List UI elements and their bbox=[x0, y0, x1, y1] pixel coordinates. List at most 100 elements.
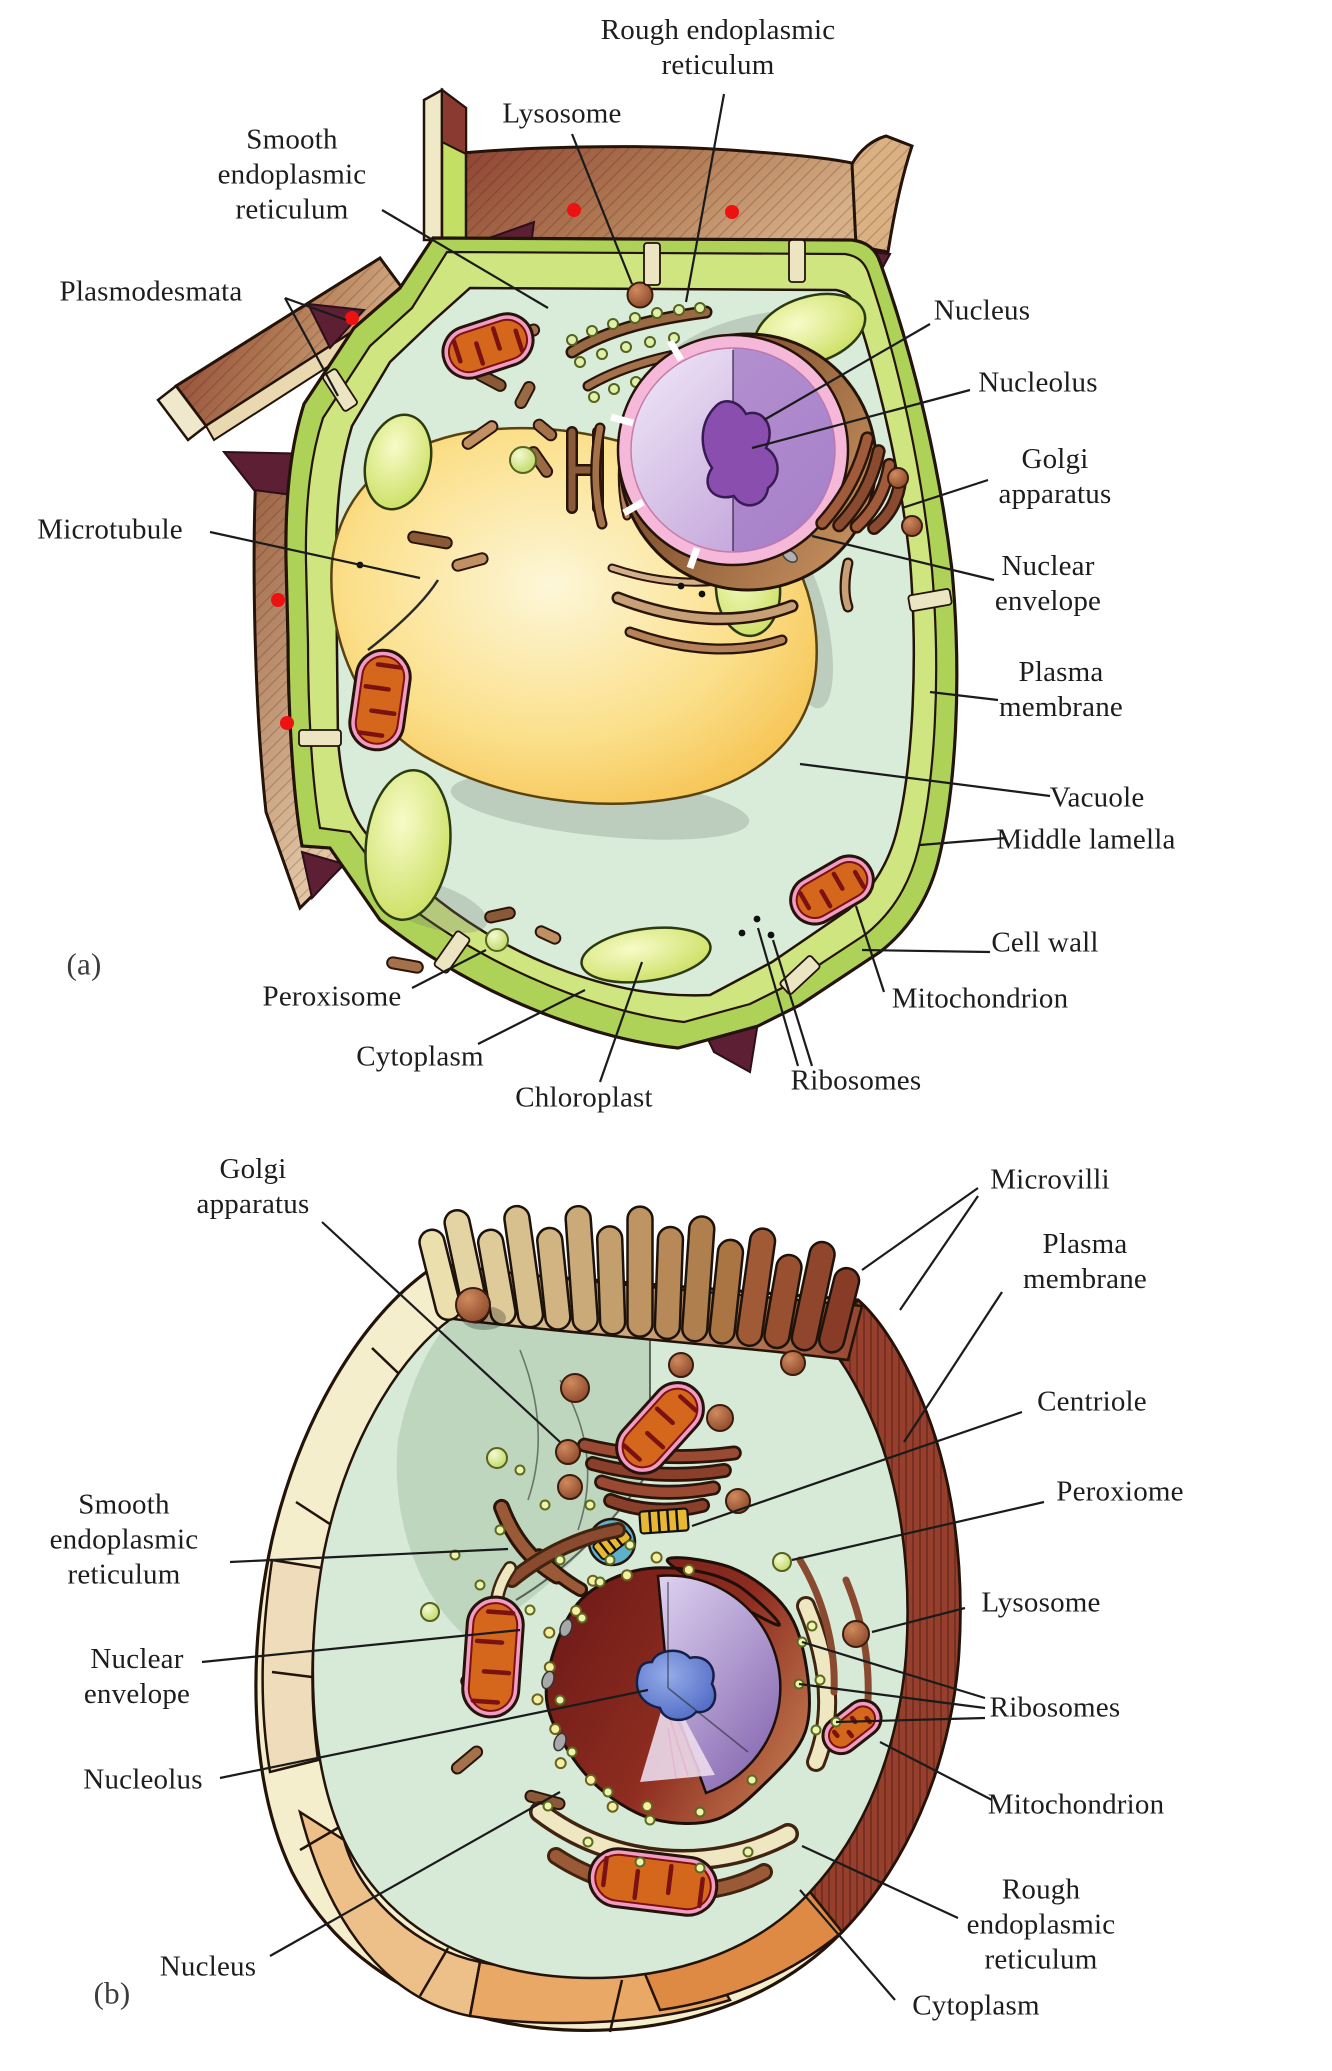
ribosome-dot bbox=[673, 304, 685, 316]
leader-line bbox=[269, 1791, 561, 1957]
envelope-ribosome-dot bbox=[682, 1563, 695, 1576]
mitochondrion bbox=[348, 648, 412, 752]
leader-line bbox=[684, 93, 726, 303]
leader-line bbox=[854, 905, 886, 993]
ribosome-dot bbox=[566, 1746, 578, 1758]
caption-b: (b) bbox=[93, 1975, 131, 2011]
microvillus bbox=[503, 1204, 545, 1329]
golgi-vesicle bbox=[901, 515, 923, 537]
leader-line bbox=[763, 323, 931, 421]
plasmodesma-channel bbox=[907, 588, 953, 612]
envelope-gaps bbox=[610, 339, 701, 570]
ribosome-dot bbox=[629, 312, 641, 324]
vesicle bbox=[555, 1439, 581, 1465]
ribosome-dot bbox=[554, 1694, 566, 1706]
label-b-nucleus: Nucleus bbox=[159, 1950, 257, 1983]
label-b-golgi: Golgi apparatus bbox=[196, 1153, 310, 1220]
ribosome-dot bbox=[806, 1620, 818, 1632]
ribosome-dot bbox=[596, 348, 608, 360]
leader-line bbox=[756, 927, 800, 1067]
vesicle bbox=[706, 1404, 734, 1432]
plasmodesma-dot bbox=[280, 716, 294, 730]
chloroplast bbox=[580, 926, 712, 984]
ribosome-dot bbox=[694, 1862, 706, 1874]
microvillus bbox=[595, 1225, 627, 1336]
leader-line bbox=[871, 1606, 966, 1634]
leader-line bbox=[321, 1221, 561, 1443]
nucleus bbox=[610, 332, 878, 592]
nucleolus bbox=[701, 400, 779, 507]
leader-line bbox=[929, 690, 999, 702]
label-a-plasma-membrane: Plasma membrane bbox=[999, 656, 1123, 723]
nucleolus bbox=[635, 1649, 717, 1721]
ribosome-dot bbox=[594, 1576, 606, 1588]
leader-line bbox=[801, 1640, 986, 1700]
peroxisome bbox=[509, 446, 537, 474]
label-a-golgi: Golgi apparatus bbox=[998, 443, 1112, 510]
ribosome-dot bbox=[620, 341, 632, 353]
label-a-nuclear-envelope: Nuclear envelope bbox=[994, 550, 1102, 617]
er-fragment bbox=[451, 552, 489, 572]
leader-line bbox=[477, 989, 586, 1045]
microvillus bbox=[476, 1228, 517, 1326]
label-b-ribosomes: Ribosomes bbox=[989, 1691, 1121, 1724]
ribosome-dot bbox=[694, 1806, 706, 1818]
ribosome-dot bbox=[554, 1554, 566, 1566]
label-b-mitochondrion: Mitochondrion bbox=[987, 1788, 1165, 1821]
mitochondrion bbox=[461, 1595, 525, 1719]
label-b-rough-er: Rough endoplasmic reticulum bbox=[966, 1873, 1116, 1976]
ribosome-dot bbox=[810, 1724, 822, 1736]
ribosome-dot bbox=[542, 1800, 554, 1812]
vesicle bbox=[560, 1373, 590, 1403]
label-b-lysosome: Lysosome bbox=[981, 1586, 1101, 1619]
ribosome-dot bbox=[494, 1524, 506, 1536]
microvillus bbox=[564, 1204, 599, 1334]
ribosome-dot bbox=[608, 383, 620, 395]
ribosome-dot bbox=[582, 1836, 594, 1848]
vesicle bbox=[668, 1352, 694, 1378]
microvillus bbox=[818, 1266, 861, 1354]
label-b-peroxiome: Peroxiome bbox=[1056, 1475, 1184, 1508]
plasmodesma-channel bbox=[779, 955, 821, 995]
ribosome-dot bbox=[574, 356, 586, 368]
ribosome-speck bbox=[738, 929, 746, 937]
label-b-nucleolus: Nucleolus bbox=[83, 1763, 203, 1796]
leader-line bbox=[861, 948, 991, 954]
peroxisome bbox=[485, 928, 509, 952]
label-a-plasmodesmata: Plasmodesmata bbox=[59, 275, 243, 308]
ribosome-dot bbox=[588, 391, 600, 403]
label-b-cytoplasm: Cytoplasm bbox=[912, 1989, 1040, 2022]
leader-line bbox=[919, 836, 1007, 847]
leader-line bbox=[381, 209, 549, 309]
plasmodesma-dot bbox=[271, 593, 285, 607]
peroxisome bbox=[486, 1447, 508, 1469]
microvillus bbox=[681, 1215, 716, 1343]
microvillus bbox=[418, 1228, 462, 1322]
peroxisome bbox=[772, 1552, 792, 1572]
ribosome-speck bbox=[753, 915, 761, 923]
leader-line bbox=[219, 1688, 649, 1780]
plasmodesma-channel bbox=[433, 930, 471, 974]
leader-line bbox=[879, 1741, 993, 1801]
envelope-ribosome-dot bbox=[584, 1773, 597, 1786]
envelope-ribosome-dot bbox=[531, 1693, 544, 1706]
ribosome-dot bbox=[607, 318, 619, 330]
microtubule bbox=[367, 579, 440, 651]
envelope-ribosome-dot bbox=[543, 1626, 556, 1639]
chloroplast bbox=[363, 413, 433, 511]
microvillus bbox=[626, 1205, 654, 1338]
er-fragment bbox=[461, 420, 499, 450]
ribosome-dot bbox=[644, 1814, 656, 1826]
envelope-ribosome-dot bbox=[570, 1604, 583, 1617]
ribosome-dot bbox=[624, 1539, 636, 1551]
leader-lines bbox=[201, 93, 1051, 2001]
microvillus bbox=[708, 1238, 745, 1345]
er-fragment bbox=[484, 906, 516, 924]
label-a-peroxisome: Peroxisome bbox=[262, 980, 402, 1013]
label-b-microvilli: Microvilli bbox=[990, 1163, 1110, 1196]
ribosome-dot bbox=[634, 1856, 646, 1868]
leader-line bbox=[284, 297, 339, 397]
plasmodesma-channel bbox=[298, 729, 342, 747]
leader-line bbox=[899, 1195, 979, 1311]
label-b-plasma-membrane: Plasma membrane bbox=[1023, 1228, 1147, 1295]
